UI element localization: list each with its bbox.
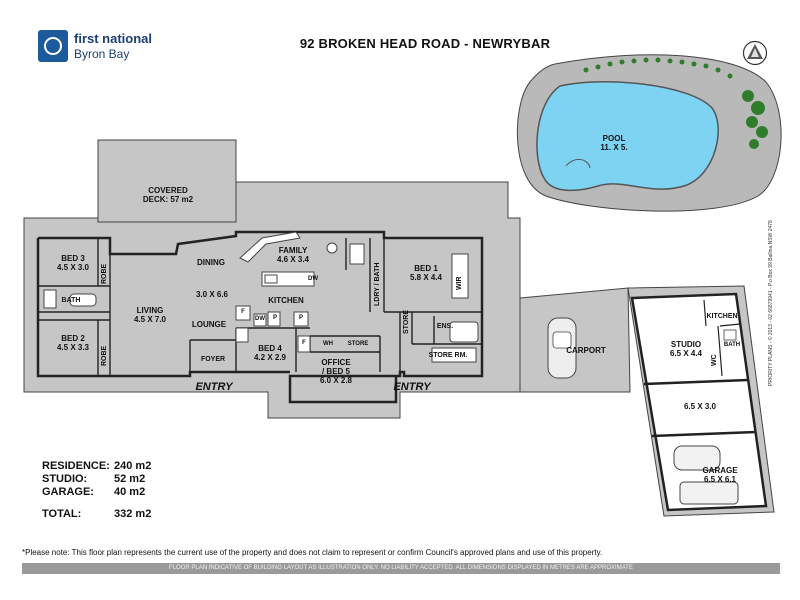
brand-location: Byron Bay	[74, 47, 130, 61]
brand-name: first national	[74, 31, 153, 46]
first-national-logo-icon	[38, 30, 68, 62]
walk-in-robe: WIR	[456, 276, 463, 290]
car-icon	[547, 317, 577, 379]
room-foyer: FOYER	[200, 356, 226, 363]
entry-right-label: ENTRY	[393, 381, 431, 393]
room-carport: CARPORT	[566, 346, 606, 355]
room-dining: DINING	[197, 258, 225, 267]
summary-garage: GARAGE:40 m2	[42, 486, 146, 498]
summary-studio: STUDIO:52 m2	[42, 473, 146, 485]
entry-left-label: ENTRY	[195, 381, 233, 393]
pantry-label-2: P	[298, 315, 303, 321]
north-compass-icon	[742, 40, 768, 66]
footer-disclaimer: FLOOR PLAN INDICATIVE OF BUILDING LAYOUT…	[22, 563, 780, 574]
summary-total: TOTAL:332 m2	[42, 508, 152, 520]
room-studio-mid: 6.5 X 3.0	[683, 402, 717, 411]
room-lounge: LOUNGE	[191, 320, 227, 329]
store-label: STORE	[347, 341, 369, 347]
disclaimer-note: *Please note: This floor plan represents…	[22, 548, 603, 557]
fixtures	[43, 231, 479, 363]
fridge-label-2: F	[302, 340, 306, 346]
studio-bath-label: BATH	[723, 342, 741, 348]
room-dining-size: 3.0 X 6.6	[195, 290, 229, 299]
ensuite-label: ENS.	[436, 323, 454, 330]
page-title: 92 BROKEN HEAD ROAD - NEWRYBAR	[299, 36, 551, 51]
room-kitchen: KITCHEN	[268, 296, 304, 305]
summary-residence: RESIDENCE:240 m2	[42, 460, 152, 472]
pool-area	[516, 54, 782, 212]
brand-logo: first national Byron Bay	[38, 30, 158, 64]
robe-bottom: ROBE	[101, 345, 108, 366]
room-bath-left: BATH	[61, 297, 81, 304]
studio-wc-label: WC	[711, 354, 718, 366]
pantry-label-1: P	[272, 315, 277, 321]
robe-top: ROBE	[101, 263, 108, 284]
laundry-bath: LDRY / BATH	[374, 262, 381, 306]
internal-walls	[38, 238, 482, 376]
dishwasher-label-1: DW	[308, 276, 318, 282]
verandah	[23, 181, 521, 419]
store-vertical-label: STORE	[403, 310, 410, 334]
fridge-label-1: F	[241, 309, 245, 315]
covered-deck	[97, 139, 237, 223]
dishwasher-label-2: DW	[255, 316, 265, 322]
plan-credit: PRIORITY PLANS - © 2013 - 02 66879941 - …	[768, 220, 774, 386]
area-summary: RESIDENCE:240 m2 STUDIO:52 m2 GARAGE:40 …	[42, 460, 151, 521]
water-heater-label: WH	[323, 341, 333, 347]
store-room-label: STORE RM.	[428, 352, 468, 359]
studio-kitchen-label: KITCHEN	[706, 313, 738, 320]
studio-garage-building	[627, 285, 775, 517]
